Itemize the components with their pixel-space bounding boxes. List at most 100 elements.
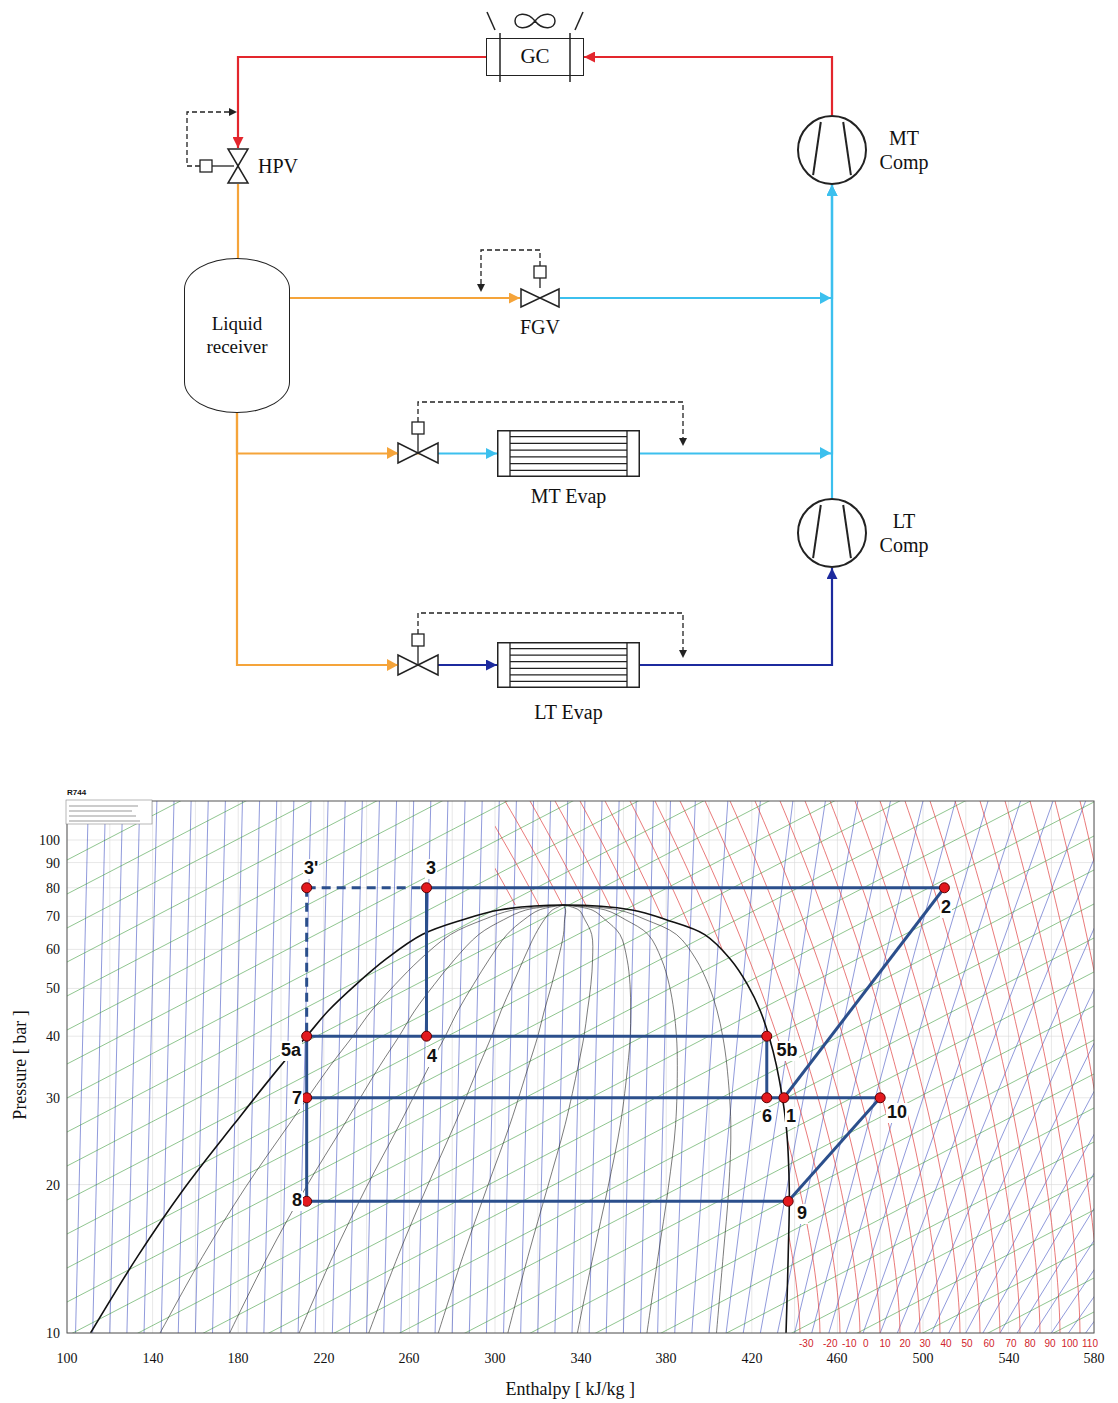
cycle-line xyxy=(305,1036,308,1201)
isentrope xyxy=(349,801,362,1333)
isentrope xyxy=(469,801,482,1333)
state-points xyxy=(302,883,950,1207)
quality-line xyxy=(438,905,565,1333)
state-point-label: 10 xyxy=(886,1103,908,1123)
cycle-line-dashed xyxy=(305,888,308,1036)
evaporator-tube xyxy=(510,470,627,471)
plot-frame xyxy=(67,801,1094,1333)
isotherm-label: 80 xyxy=(1025,1338,1036,1349)
state-point-label: 3' xyxy=(303,859,319,879)
isentrope xyxy=(623,801,636,1333)
evaporator-tube xyxy=(510,668,627,669)
isentrope xyxy=(743,801,825,1333)
isochore xyxy=(67,801,1094,1064)
valve-symbol xyxy=(418,655,438,675)
grid-line xyxy=(366,801,367,1333)
isentrope xyxy=(76,801,89,1333)
cycle-line xyxy=(788,1098,880,1202)
isotherm xyxy=(680,801,840,1333)
evaporator-tube xyxy=(510,654,627,655)
cycle-line xyxy=(765,1036,768,1098)
state-point xyxy=(422,1031,432,1041)
valve-symbol xyxy=(398,655,418,675)
isentrope xyxy=(863,801,1053,1333)
header-box xyxy=(66,800,152,824)
isotherm xyxy=(980,801,1080,1333)
valve-symbol xyxy=(540,289,559,307)
isentrope xyxy=(144,801,157,1333)
evaporator-symbol xyxy=(498,643,640,688)
component-label: MT Evap xyxy=(531,484,607,508)
cycle-line xyxy=(307,1200,789,1203)
isochore xyxy=(67,801,1094,962)
actuator-box xyxy=(200,160,212,172)
isotherm-label: -30 xyxy=(799,1338,813,1349)
isotherm xyxy=(555,801,740,1333)
isentrope xyxy=(521,801,534,1333)
isotherm xyxy=(605,801,780,1333)
control-arrows xyxy=(229,108,687,658)
grid-line xyxy=(67,862,1094,863)
signal-arrowhead xyxy=(679,438,687,446)
isentrope xyxy=(606,801,619,1333)
isentrope xyxy=(1034,801,1094,1333)
isentrope xyxy=(914,801,1094,1333)
isentrope xyxy=(401,801,414,1333)
axis-tick-label: 540 xyxy=(998,1351,1021,1366)
grid-line xyxy=(923,801,924,1333)
quality-line xyxy=(160,905,563,1333)
isotherm xyxy=(1005,801,1094,1333)
grid-line xyxy=(495,801,496,1333)
actuator-stem xyxy=(539,278,540,288)
axis-tick-label: 70 xyxy=(45,909,61,924)
grid-line xyxy=(537,801,538,1333)
flow-line xyxy=(290,297,520,299)
isentrope xyxy=(195,801,208,1333)
axis-tick-label: 100 xyxy=(56,1351,79,1366)
flow-line xyxy=(237,413,497,665)
grid-line xyxy=(152,801,153,1333)
isotherm xyxy=(1055,801,1094,1333)
flow-arrowhead xyxy=(387,659,398,671)
isotherm xyxy=(630,801,800,1333)
grid-line xyxy=(409,801,410,1333)
state-point-label: 7 xyxy=(291,1089,303,1109)
state-point xyxy=(762,1031,772,1041)
header-fineprint xyxy=(69,811,132,812)
state-point-label: 8 xyxy=(291,1191,303,1211)
isotherm xyxy=(730,801,880,1333)
isotherm-label: 10 xyxy=(880,1338,891,1349)
isentrope xyxy=(932,801,1094,1333)
isochore xyxy=(67,801,1094,1132)
isotherm xyxy=(930,801,1040,1333)
isochore xyxy=(67,801,1094,1030)
compressor-symbol xyxy=(798,116,866,184)
quality-lines xyxy=(160,905,731,1333)
isotherm xyxy=(855,801,980,1333)
evaporator-tube xyxy=(510,648,627,649)
isotherm xyxy=(830,801,960,1333)
isochore xyxy=(67,1176,1094,1333)
flow-line xyxy=(237,413,497,454)
cycle xyxy=(307,888,945,1202)
signal-arrowhead xyxy=(229,108,237,116)
grid-line xyxy=(837,801,838,1333)
symbol-outline xyxy=(797,498,867,568)
flow-arrowheads xyxy=(387,292,831,671)
chart-grid xyxy=(67,801,1094,1333)
isentrope xyxy=(178,801,191,1333)
quality-line xyxy=(563,905,730,1333)
header-fineprint xyxy=(69,821,140,822)
grid-line xyxy=(965,801,966,1333)
cycle-line xyxy=(307,1035,767,1038)
compressor-symbol xyxy=(813,505,821,558)
fan-blades xyxy=(515,14,555,28)
isotherm-label: 70 xyxy=(1006,1338,1017,1349)
isotherm xyxy=(805,801,940,1333)
flow-line xyxy=(831,185,833,498)
valve-symbol xyxy=(418,443,438,463)
axis-tick-label: 380 xyxy=(655,1351,678,1366)
cycle-line xyxy=(427,886,945,889)
compressor: LT Comp xyxy=(797,498,867,568)
evaporator-tube xyxy=(510,681,627,682)
